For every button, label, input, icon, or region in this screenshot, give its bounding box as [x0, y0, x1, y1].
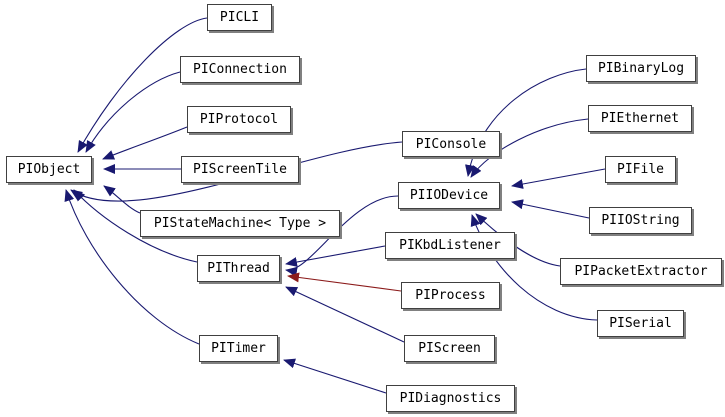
node-pithread[interactable]: PIThread	[197, 255, 280, 282]
node-piconnection[interactable]: PIConnection	[180, 56, 300, 83]
edge-piethernet-piiodevice	[470, 118, 589, 178]
node-piserial[interactable]: PISerial	[597, 310, 684, 337]
edge-pikbdlistener-pithread	[285, 245, 386, 267]
node-pipacketextractor[interactable]: PIPacketExtractor	[560, 258, 722, 285]
node-piprocess[interactable]: PIProcess	[401, 282, 500, 309]
node-pifile[interactable]: PIFile	[605, 156, 676, 183]
node-piconsole[interactable]: PIConsole	[402, 131, 500, 157]
edge-pistatemachine-piobject	[103, 185, 141, 214]
edge-pitimer-piobject	[64, 189, 200, 345]
edge-pithread-piobject	[73, 189, 198, 263]
edge-piscreen-pithread	[285, 286, 405, 343]
edge-piconsole-piobject	[70, 141, 403, 202]
edge-piprocess-pithread	[287, 272, 402, 292]
node-piscreentile[interactable]: PIScreenTile	[181, 156, 299, 183]
node-piiostring[interactable]: PIIOString	[589, 207, 692, 234]
edge-picli-piobject	[77, 17, 208, 153]
node-piobject[interactable]: PIObject	[6, 156, 92, 183]
edge-piprotocol-piobject	[102, 126, 188, 160]
node-piprotocol[interactable]: PIProtocol	[187, 106, 291, 133]
node-pitimer[interactable]: PITimer	[199, 335, 278, 362]
node-pistatemachine[interactable]: PIStateMachine< Type >	[140, 210, 340, 237]
node-pidiagnostics[interactable]: PIDiagnostics	[386, 385, 515, 412]
node-pibinarylog[interactable]: PIBinaryLog	[586, 55, 696, 82]
edge-piiostring-piiodevice	[511, 199, 590, 219]
edges-nonpublic	[287, 272, 402, 292]
edge-pidiagnostics-pitimer	[283, 358, 387, 394]
node-piscreen[interactable]: PIScreen	[404, 335, 495, 362]
node-picli[interactable]: PICLI	[207, 4, 272, 31]
node-piethernet[interactable]: PIEthernet	[588, 105, 692, 132]
edge-piconnection-piobject	[85, 71, 181, 153]
edge-pifile-piiodevice	[511, 168, 606, 189]
edges-public	[64, 17, 606, 394]
node-pikbdlistener[interactable]: PIKbdListener	[385, 232, 515, 259]
node-piiodevice[interactable]: PIIODevice	[398, 182, 500, 209]
